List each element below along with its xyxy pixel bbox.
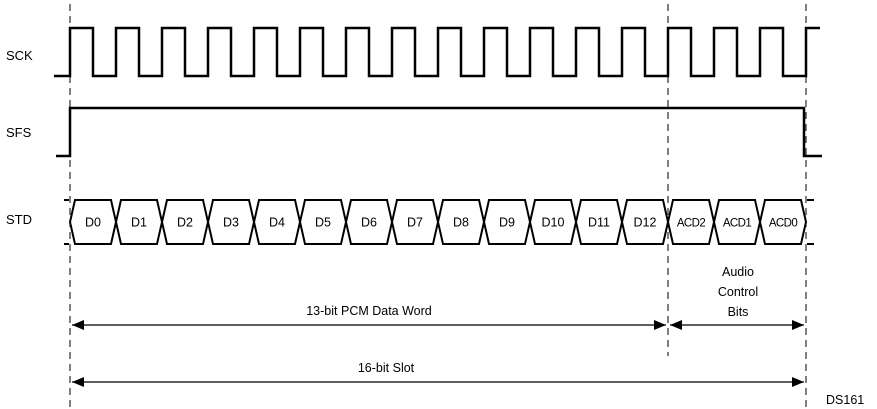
- std-cell-label: D4: [269, 216, 285, 230]
- audio-control-label-line1: Audio: [722, 265, 754, 279]
- std-cell-label: D9: [499, 216, 515, 230]
- std-cell-label: ACD1: [723, 218, 751, 230]
- pcm-word-label: 13-bit PCM Data Word: [306, 304, 432, 318]
- slot-label: 16-bit Slot: [358, 361, 415, 375]
- std-label: STD: [6, 212, 32, 227]
- std-cell-label: D2: [177, 216, 193, 230]
- std-cell-label: D6: [361, 216, 377, 230]
- std-cell: [758, 199, 808, 245]
- audio-control-label-line2: Control: [718, 285, 758, 299]
- std-waveform: D0 D1 D2 D3 D4 D5 D6 D7 D8 D9 D10 D11 D12 ACD2 ACD1 ACD…: [64, 199, 814, 245]
- std-edge-stubs: [64, 199, 814, 245]
- sfs-label: SFS: [6, 125, 32, 140]
- audio-control-label-line3: Bits: [728, 305, 749, 319]
- std-cell-label: ACD2: [677, 218, 705, 230]
- std-cell-label: D12: [634, 216, 657, 230]
- figure-id: DS161: [826, 393, 864, 407]
- std-cell-label: ACD0: [769, 218, 797, 230]
- std-cell-label: D5: [315, 216, 331, 230]
- std-cell-label: D0: [85, 216, 101, 230]
- std-cell-label: D1: [131, 216, 147, 230]
- sfs-waveform: [56, 106, 822, 158]
- std-cell-label: D10: [542, 216, 565, 230]
- sck-waveform: [54, 26, 820, 78]
- sck-label: SCK: [6, 48, 33, 63]
- std-cell-label: D7: [407, 216, 423, 230]
- std-cell-label: D11: [588, 216, 610, 230]
- std-cell-label: D3: [223, 216, 239, 230]
- std-cell-label: D8: [453, 216, 469, 230]
